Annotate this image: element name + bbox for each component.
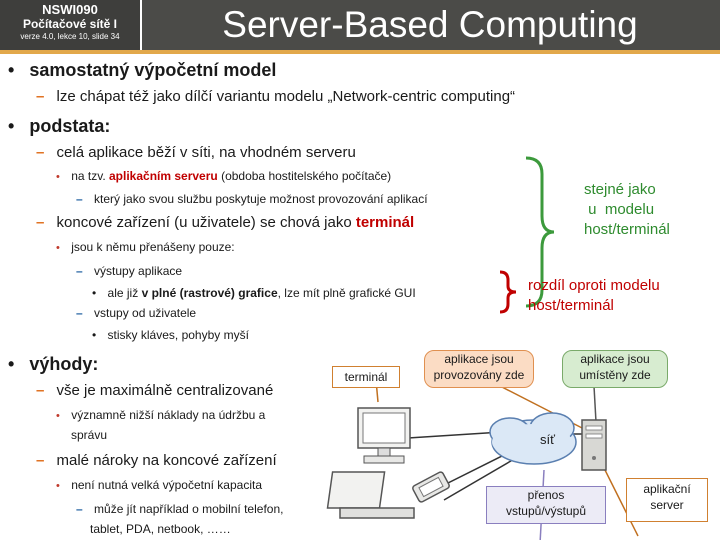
cloud-icon bbox=[489, 412, 577, 465]
bullet-devices: – může jít například o mobilní telefon, bbox=[76, 502, 284, 516]
dash-icon: – bbox=[76, 306, 83, 320]
bullet-network-centric: – lze chápat též jako dílčí variantu mod… bbox=[36, 88, 516, 105]
bullet-user-inputs: – vstupy od uživatele bbox=[76, 306, 197, 320]
terminal-computer-icon bbox=[357, 407, 411, 464]
dash-icon: – bbox=[36, 452, 45, 469]
apps-stored-here-bubble: aplikace jsou umístěny zde bbox=[562, 350, 668, 388]
mobile-phone-icon bbox=[412, 471, 450, 503]
bullet-advantages: • výhody: bbox=[8, 354, 99, 374]
course-info: NSWI090 Počítačové sítě I verze 4.0, lek… bbox=[0, 0, 142, 50]
bullet-dot-icon: • bbox=[8, 116, 15, 136]
server-callout-line bbox=[603, 467, 639, 537]
bullet-dot-icon: • bbox=[92, 286, 97, 300]
bullet-essence: • podstata: bbox=[8, 116, 111, 136]
dash-icon: – bbox=[76, 264, 83, 278]
bullet-centralized: – vše je maximálně centralizované bbox=[36, 382, 274, 399]
note-difference-from-host: rozdíl oproti modelu host/terminál bbox=[528, 277, 660, 314]
network-diagram bbox=[326, 379, 639, 540]
dash-icon: – bbox=[76, 192, 83, 206]
dash-icon: – bbox=[36, 144, 45, 161]
bullet-dot-icon: • bbox=[8, 354, 15, 374]
netbook-icon bbox=[326, 471, 415, 519]
green-brace-icon bbox=[525, 156, 555, 308]
slide-header: NSWI090 Počítačové sítě I verze 4.0, lek… bbox=[0, 0, 720, 50]
bullet-dot-icon: • bbox=[8, 60, 15, 80]
slide-title: Server-Based Computing bbox=[222, 4, 638, 45]
bullet-standalone-model: • samostatný výpočetní model bbox=[8, 60, 277, 80]
note-same-as-host: stejné jako u modelu host/terminál bbox=[584, 181, 670, 238]
slide-content: • samostatný výpočetní model – lze chápa… bbox=[0, 58, 720, 540]
bullet-dot-icon: • bbox=[56, 410, 60, 422]
bullet-full-graphics: • ale již v plné (rastrové) grafice, lze… bbox=[92, 286, 416, 300]
course-code: NSWI090 bbox=[42, 2, 98, 17]
apps-run-here-bubble: aplikace jsou provozovány zde bbox=[424, 350, 534, 388]
bullet-lower-costs-cont: správu bbox=[71, 428, 108, 442]
server-icon bbox=[581, 419, 607, 471]
bullet-app-outputs: – výstupy aplikace bbox=[76, 264, 183, 278]
bullet-no-capacity: • není nutná velká výpočetní kapacita bbox=[56, 478, 262, 492]
bullet-only-transferred: • jsou k němu přenášeny pouze: bbox=[56, 240, 235, 254]
network-label: síť bbox=[540, 432, 555, 447]
app-server-label-box: aplikační server bbox=[626, 478, 708, 522]
terminal-link bbox=[407, 431, 503, 439]
course-version: verze 4.0, lekce 10, slide 34 bbox=[20, 32, 120, 41]
stored-callout-line bbox=[593, 385, 597, 423]
bullet-dot-icon: • bbox=[56, 171, 60, 183]
transfer-label-box: přenos vstupů/výstupů bbox=[486, 486, 606, 524]
dash-icon: – bbox=[36, 382, 45, 399]
bullet-dot-icon: • bbox=[56, 480, 60, 492]
red-brace-icon bbox=[499, 270, 517, 314]
bullet-service: – který jako svou službu poskytuje možno… bbox=[76, 192, 428, 206]
bullet-small-requirements: – malé nároky na koncové zařízení bbox=[36, 452, 277, 469]
bullet-devices-cont: tablet, PDA, netbook, …… bbox=[90, 522, 231, 536]
dash-icon: – bbox=[36, 88, 45, 105]
header-divider bbox=[0, 50, 720, 54]
dash-icon: – bbox=[36, 214, 45, 231]
bullet-dot-icon: • bbox=[56, 242, 60, 254]
bullet-dot-icon: • bbox=[92, 328, 97, 342]
bullet-app-runs-in-network: – celá aplikace běží v síti, na vhodném … bbox=[36, 144, 356, 161]
bullet-app-server: • na tzv. aplikačním serveru (obdoba hos… bbox=[56, 169, 392, 183]
terminal-label-box: terminál bbox=[332, 366, 400, 388]
bullet-terminal: – koncové zařízení (u uživatele) se chov… bbox=[36, 214, 415, 231]
bullet-lower-costs: • významně nižší náklady na údržbu a bbox=[56, 408, 266, 422]
bullet-keys-mouse: • stisky kláves, pohyby myší bbox=[92, 328, 249, 342]
course-name: Počítačové sítě I bbox=[22, 17, 118, 31]
dash-icon: – bbox=[76, 502, 83, 516]
phone-link bbox=[443, 457, 517, 501]
